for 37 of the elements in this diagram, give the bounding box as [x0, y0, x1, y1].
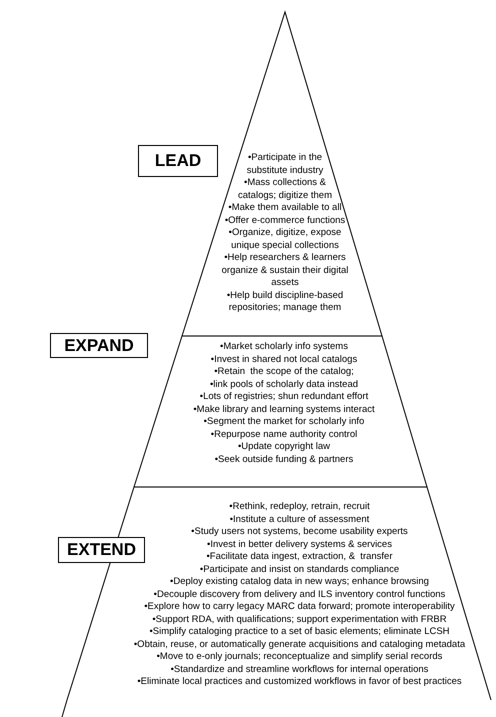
bullet-item: •Help build discipline-based repositories; manage them: [226, 290, 344, 314]
bullet-item: •Mass collections & catalogs; digitize them: [237, 177, 333, 202]
bullet-item: •Institute a culture of assessment: [230, 514, 370, 526]
bullet-item: •Offer e-commerce functions: [224, 214, 346, 227]
bullet-item: •Make them available to all: [228, 202, 342, 214]
pyramid-tier: [134, 336, 427, 487]
bullet-item: •link pools of scholarly data instead: [210, 378, 358, 391]
bullet-item: •Participate in the substitute industry: [246, 152, 324, 177]
tier-label: EXPAND: [50, 333, 148, 358]
bullet-item: •Facilitate data ingest, extraction, & transfer: [206, 551, 393, 564]
bullet-item: •Seek outside funding & partners: [214, 454, 354, 466]
bullet-item: •Rethink, redeploy, retrain, recruit: [229, 501, 370, 514]
bullet-item: •Study users not systems, become usability experts: [191, 526, 408, 538]
bullet-item: •Explore how to carry legacy MARC data forward; promote interoperability: [144, 601, 455, 614]
bullet-item: •Support RDA, with qualifications; support experimentation with FRBR: [152, 614, 447, 626]
bullet-item: •Move to e-only journals; reconceptualize and simplify serial records: [156, 651, 442, 664]
bullet-item: •Segment the market for scholarly info: [204, 416, 364, 428]
bullet-item: •Eliminate local practices and customized workflows in favor of best practices: [137, 676, 462, 688]
bullet-item: •Decouple discovery from delivery and ILS inventory control functions: [154, 588, 446, 601]
bullet-item: •Update copyright law: [238, 441, 330, 454]
bullet-item: •Obtain, reuse, or automatically generate acquisitions and cataloging metadata: [134, 638, 466, 651]
bullet-item: •Help researchers & learners organize & sustain their digital assets: [220, 252, 350, 290]
bullet-item: •Participate and insist on standards compliance: [200, 564, 400, 576]
bullet-item: •Invest in better delivery systems & services: [207, 538, 392, 551]
bullet-item: •Simplify cataloging practice to a set of basic elements; eliminate LCSH: [149, 626, 450, 638]
bullet-item: •Organize, digitize, expose unique special collections: [228, 227, 342, 252]
bullet-item: •Market scholarly info systems: [220, 341, 348, 354]
pyramid-tier: [67, 487, 491, 700]
bullet-item: •Make library and learning systems interact: [193, 404, 375, 416]
bullet-item: •Repurpose name authority control: [210, 428, 358, 441]
bullet-item: •Deploy existing catalog data in new ways; enhance browsing: [170, 576, 429, 588]
bullet-item: •Invest in shared not local catalogs: [210, 354, 358, 366]
bullet-item: •Lots of registries; shun redundant effort: [200, 391, 368, 404]
tier-label: EXTEND: [58, 537, 145, 563]
bullet-item: •Retain the scope of the catalog;: [214, 366, 354, 378]
bullet-item: •Standardize and streamline workflows for internal operations: [170, 664, 428, 676]
tier-label: LEAD: [138, 145, 218, 177]
